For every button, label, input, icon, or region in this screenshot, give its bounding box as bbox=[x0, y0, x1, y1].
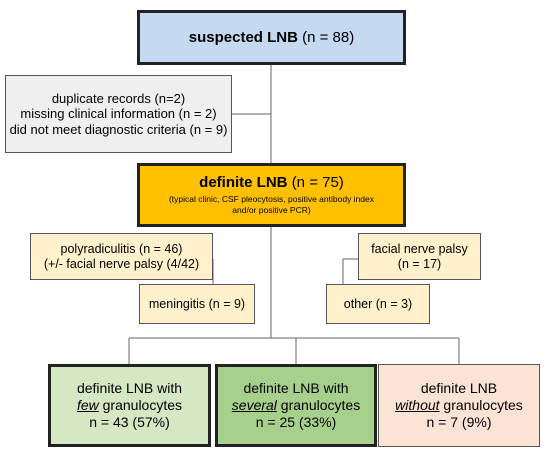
definite-criteria-line2: and/or positive PCR) bbox=[232, 205, 311, 215]
excluded-line: missing clinical information (n = 2) bbox=[20, 106, 217, 122]
facial-line1: facial nerve palsy bbox=[371, 241, 468, 256]
without-count: n = 7 (9%) bbox=[426, 413, 492, 430]
without-line1: definite LNB bbox=[420, 380, 498, 397]
suspected-title: suspected LNB bbox=[188, 28, 298, 46]
definite-count: (n = 75) bbox=[291, 174, 344, 192]
definite-title: definite LNB bbox=[199, 174, 288, 192]
meningitis-label: meningitis (n = 9) bbox=[148, 296, 246, 311]
few-rest: granulocytes bbox=[98, 397, 183, 414]
facial-nerve-palsy-box: facial nerve palsy (n = 17) bbox=[358, 233, 481, 280]
other-label: other (n = 3) bbox=[343, 296, 413, 311]
facial-line2: (n = 17) bbox=[397, 256, 442, 271]
several-rest: granulocytes bbox=[276, 397, 361, 414]
few-granulocytes-box: definite LNB with few granulocytes n = 4… bbox=[48, 364, 211, 447]
excluded-box: duplicate records (n=2) missing clinical… bbox=[5, 75, 232, 153]
polyradiculitis-box: polyradiculitis (n = 46) (+/- facial ner… bbox=[30, 233, 213, 280]
several-emphasis: several bbox=[231, 397, 277, 414]
excluded-line: did not meet diagnostic criteria (n = 9) bbox=[9, 121, 228, 137]
without-granulocytes-box: definite LNB without granulocytes n = 7 … bbox=[378, 364, 540, 447]
without-rest: granulocytes bbox=[439, 397, 523, 414]
few-count: n = 43 (57%) bbox=[89, 413, 170, 430]
definite-criteria-line1: (typical clinic, CSF pleocytosis, positi… bbox=[168, 194, 375, 205]
other-box: other (n = 3) bbox=[326, 284, 430, 324]
suspected-lnb-box: suspected LNB (n = 88) bbox=[137, 10, 406, 65]
meningitis-box: meningitis (n = 9) bbox=[139, 284, 255, 324]
several-granulocytes-box: definite LNB with several granulocytes n… bbox=[215, 364, 377, 447]
suspected-count: (n = 88) bbox=[302, 28, 355, 46]
few-line1: definite LNB with bbox=[76, 380, 183, 397]
several-line1: definite LNB with bbox=[243, 380, 349, 397]
few-emphasis: few bbox=[76, 397, 99, 414]
excluded-line: duplicate records (n=2) bbox=[51, 90, 186, 106]
definite-lnb-box: definite LNB (n = 75) (typical clinic, C… bbox=[137, 163, 406, 227]
several-count: n = 25 (33%) bbox=[255, 413, 337, 430]
polyradiculitis-line2: (+/- facial nerve palsy (4/42) bbox=[43, 256, 200, 271]
without-emphasis: without bbox=[395, 397, 440, 414]
polyradiculitis-line1: polyradiculitis (n = 46) bbox=[60, 241, 183, 256]
